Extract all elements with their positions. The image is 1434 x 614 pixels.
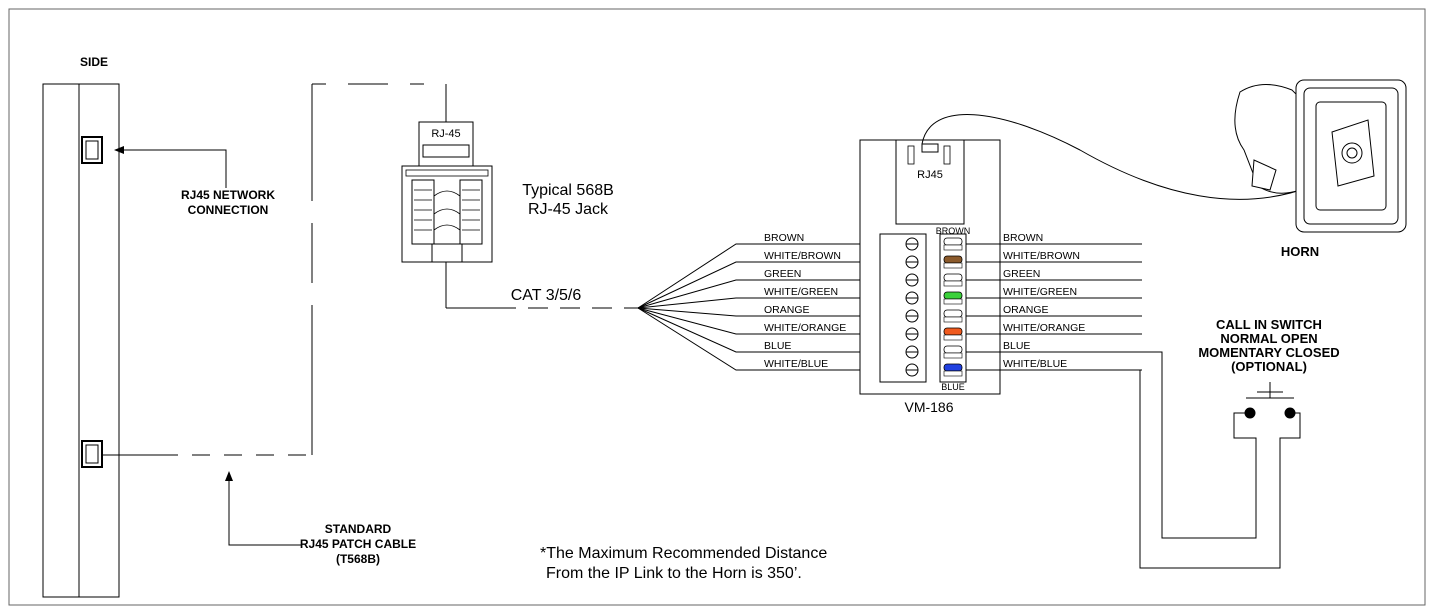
wire-right-label: WHITE/BLUE xyxy=(1003,358,1067,370)
horn-label: HORN xyxy=(1281,244,1319,259)
rj45-module-label: RJ45 xyxy=(917,169,943,181)
patch-cable xyxy=(102,83,447,456)
cat-cable xyxy=(445,262,638,309)
connector-pin xyxy=(943,309,963,318)
wire-right-label: WHITE/GREEN xyxy=(1003,286,1077,298)
switch-label-4: (OPTIONAL) xyxy=(1231,359,1307,374)
rj45-port-top xyxy=(81,136,103,164)
wire-left xyxy=(637,243,880,309)
rj45-network-label-1: RJ45 NETWORK xyxy=(181,188,275,202)
rj45-jack xyxy=(401,121,493,263)
rj45-port-bottom xyxy=(81,440,103,468)
module-name-label: VM-186 xyxy=(904,399,953,415)
network-connection-arrow xyxy=(114,146,227,188)
side-label: SIDE xyxy=(80,55,108,69)
rj45-network-label-2: CONNECTION xyxy=(188,203,269,217)
connector-pin-base xyxy=(943,244,963,251)
wire-left-label: ORANGE xyxy=(764,304,810,316)
wire-right-label: WHITE/BROWN xyxy=(1003,250,1080,262)
wires-right: BROWN WHITE/BROWN GREEN WHITE/GREEN ORANGE WH… xyxy=(966,232,1142,371)
connector-pin xyxy=(943,345,963,354)
wire-right-label: WHITE/ORANGE xyxy=(1003,322,1085,334)
connector-pin xyxy=(943,255,963,264)
wire-left xyxy=(637,307,880,353)
device-side-panel xyxy=(42,83,120,598)
call-switch xyxy=(1000,351,1301,569)
wire-left xyxy=(637,307,880,335)
wire-right-label: BROWN xyxy=(1003,232,1043,244)
wire-left-label: BLUE xyxy=(764,340,791,352)
connector-pin-base xyxy=(943,370,963,377)
switch-label-3: MOMENTARY CLOSED xyxy=(1198,345,1339,360)
connector-pin-base xyxy=(943,352,963,359)
connector-pin xyxy=(943,291,963,300)
connector-pin xyxy=(943,327,963,336)
wire-right-label: BLUE xyxy=(1003,340,1030,352)
wire-right-label: GREEN xyxy=(1003,268,1040,280)
wire-left-label: WHITE/BLUE xyxy=(764,358,828,370)
connector-pin xyxy=(943,237,963,246)
wire-left-label: WHITE/BROWN xyxy=(764,250,841,262)
connector-pin-base xyxy=(943,316,963,323)
patch-label-1: STANDARD xyxy=(325,522,392,536)
switch-label-1: CALL IN SWITCH xyxy=(1216,317,1322,332)
connector-pin-base xyxy=(943,262,963,269)
jack-label-1: Typical 568B xyxy=(522,182,614,199)
patch-label-2: RJ45 PATCH CABLE xyxy=(300,537,416,551)
wire-left xyxy=(637,307,880,317)
note-line-2: From the IP Link to the Horn is 350’. xyxy=(546,565,802,582)
jack-label-2: RJ-45 Jack xyxy=(528,201,609,218)
connector-pin-base xyxy=(943,280,963,287)
term-top-label: BROWN xyxy=(936,226,971,236)
note-line-1: *The Maximum Recommended Distance xyxy=(540,545,827,562)
wire-left-label: WHITE/ORANGE xyxy=(764,322,846,334)
patch-cable-arrow xyxy=(225,471,302,546)
wires-left: BROWN WHITE/BROWN GREEN WHITE/GREEN ORANGE WH… xyxy=(637,232,880,371)
horn-cable xyxy=(921,114,1313,200)
wire-left-label: GREEN xyxy=(764,268,801,280)
switch-label-2: NORMAL OPEN xyxy=(1220,331,1317,346)
connector-pin xyxy=(943,273,963,282)
wire-left-label: BROWN xyxy=(764,232,804,244)
rj45-plug-label: RJ-45 xyxy=(431,128,460,140)
cat-label: CAT 3/5/6 xyxy=(511,287,582,304)
wire-left xyxy=(637,297,880,309)
wire-right-label: ORANGE xyxy=(1003,304,1049,316)
terminal-screws xyxy=(905,237,963,377)
wire-left-label: WHITE/GREEN xyxy=(764,286,838,298)
connector-pin-base xyxy=(943,334,963,341)
connector-pin-base xyxy=(943,298,963,305)
frame-border xyxy=(8,8,1426,606)
term-bottom-label: BLUE xyxy=(941,382,965,392)
connector-pin xyxy=(943,363,963,372)
wire-left xyxy=(637,307,880,371)
patch-label-3: (T568B) xyxy=(336,552,380,566)
wire-left xyxy=(637,279,880,309)
wire-left xyxy=(637,261,880,309)
horn-speaker xyxy=(1234,79,1407,233)
